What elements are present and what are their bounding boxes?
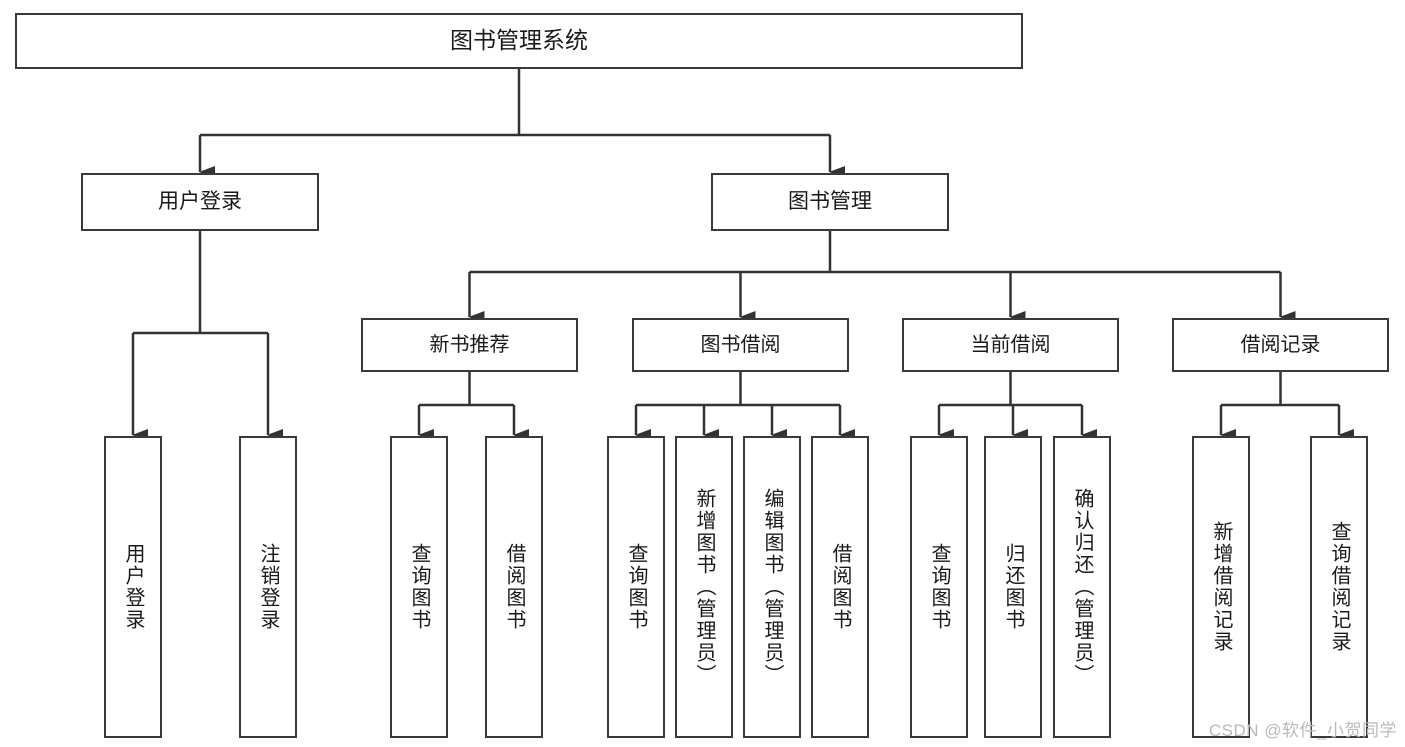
node-leaf_borrow_2[interactable]: 新增图书（管理员） — [675, 436, 733, 738]
node-leaf_rec_1[interactable]: 新增借阅记录 — [1192, 436, 1250, 738]
node-label: 编辑图书（管理员） — [761, 488, 783, 686]
node-label: 图书管理系统 — [450, 27, 588, 54]
node-label: 新增借阅记录 — [1210, 521, 1232, 653]
watermark-text: CSDN @软件_小贺同学 — [1208, 721, 1397, 740]
node-label: 新书推荐 — [429, 333, 510, 356]
node-label: 归还图书 — [1002, 543, 1024, 631]
node-label: 借阅图书 — [503, 543, 525, 631]
node-login[interactable]: 用户登录 — [81, 173, 319, 231]
node-leaf_borrow_3[interactable]: 编辑图书（管理员） — [743, 436, 801, 738]
node-leaf_cur_1[interactable]: 查询图书 — [910, 436, 968, 738]
node-label: 用户登录 — [122, 543, 144, 631]
node-leaf_new_1[interactable]: 查询图书 — [390, 436, 448, 738]
node-label: 当前借阅 — [970, 333, 1051, 356]
node-leaf_new_2[interactable]: 借阅图书 — [485, 436, 543, 738]
edge-paths — [131, 69, 1354, 441]
node-borrow[interactable]: 图书借阅 — [632, 318, 849, 372]
node-label: 查询借阅记录 — [1328, 521, 1350, 653]
node-leaf_login_1[interactable]: 用户登录 — [104, 436, 162, 738]
node-label: 查询图书 — [408, 543, 430, 631]
node-label: 用户登录 — [158, 190, 242, 214]
node-label: 借阅记录 — [1240, 333, 1321, 356]
node-label: 图书借阅 — [700, 333, 781, 356]
node-leaf_borrow_1[interactable]: 查询图书 — [607, 436, 665, 738]
node-newbook[interactable]: 新书推荐 — [361, 318, 578, 372]
node-label: 确认归还（管理员） — [1071, 488, 1093, 686]
node-label: 图书管理 — [788, 190, 872, 214]
node-leaf_rec_2[interactable]: 查询借阅记录 — [1310, 436, 1368, 738]
node-current[interactable]: 当前借阅 — [902, 318, 1119, 372]
node-root[interactable]: 图书管理系统 — [15, 13, 1023, 69]
node-leaf_cur_3[interactable]: 确认归还（管理员） — [1053, 436, 1111, 738]
node-label: 查询图书 — [928, 543, 950, 631]
node-label: 借阅图书 — [829, 543, 851, 631]
node-leaf_borrow_4[interactable]: 借阅图书 — [811, 436, 869, 738]
node-label: 查询图书 — [625, 543, 647, 631]
node-bookmgmt[interactable]: 图书管理 — [711, 173, 949, 231]
node-label: 注销登录 — [257, 543, 279, 631]
node-record[interactable]: 借阅记录 — [1172, 318, 1389, 372]
node-label: 新增图书（管理员） — [693, 488, 715, 686]
node-leaf_login_2[interactable]: 注销登录 — [239, 436, 297, 738]
node-leaf_cur_2[interactable]: 归还图书 — [984, 436, 1042, 738]
